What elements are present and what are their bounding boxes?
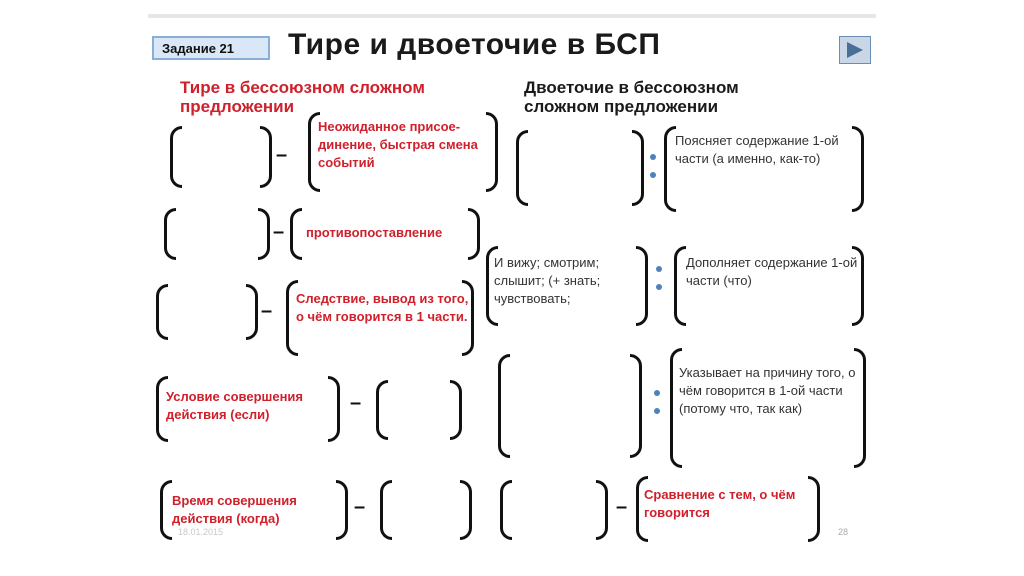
rule-explains: Поясняет содержание 1-ой части (а именно… (675, 133, 839, 166)
next-slide-button[interactable] (839, 36, 871, 64)
bracket-left (498, 354, 510, 458)
bracket-left (308, 112, 320, 192)
colon-dot (654, 390, 660, 396)
rule-contrast: противопоставление (306, 225, 443, 240)
rule-time: Время совершения действия (когда) (172, 493, 297, 526)
task-badge: Задание 21 (152, 36, 270, 60)
bracket-right (486, 112, 498, 192)
slide: Задание 21 Тире и двоеточие в БСП Тире в… (148, 14, 876, 543)
rule-condition: Условие совершения действия (если) (166, 389, 304, 422)
bracket-left (516, 130, 528, 206)
bracket-right (852, 126, 864, 212)
bracket-left (486, 246, 498, 326)
right-column-header: Двоеточие в бессоюзном сложном предложен… (524, 78, 739, 116)
bracket-right (596, 480, 608, 540)
bracket-right (852, 246, 864, 326)
bracket-left (290, 208, 302, 260)
colon-dot (656, 284, 662, 290)
dash-sign: – (261, 300, 273, 322)
bracket-right (246, 284, 258, 340)
bracket-right (632, 130, 644, 206)
rule-consequence: Следствие, вывод из того, о чём говоритс… (296, 291, 469, 324)
play-arrow-icon (847, 42, 863, 58)
bracket-right (460, 480, 472, 540)
bracket-left (380, 480, 392, 540)
bracket-right (258, 208, 270, 260)
bracket-right (450, 380, 462, 440)
colon-dot (656, 266, 662, 272)
slide-date: 18.01.2015 (178, 527, 224, 537)
bracket-left (286, 280, 298, 356)
bracket-left (156, 284, 168, 340)
bracket-left (670, 348, 682, 468)
bracket-right (630, 354, 642, 458)
bracket-right (808, 476, 820, 542)
bracket-right (636, 246, 648, 326)
verbs-list: И вижу; смотрим; слышит; (+ знать; чувст… (494, 255, 601, 306)
colon-dot (650, 172, 656, 178)
bracket-right (336, 480, 348, 540)
dash-sign: – (273, 221, 285, 243)
bracket-right (468, 208, 480, 260)
bracket-left (636, 476, 648, 542)
colon-dot (654, 408, 660, 414)
dash-sign: – (276, 144, 288, 166)
dash-sign: – (616, 496, 628, 518)
rule-unexpected-addition: Неожиданное присое-динение, быстрая смен… (318, 119, 478, 170)
bracket-right (328, 376, 340, 442)
bracket-left (376, 380, 388, 440)
bracket-right (462, 280, 474, 356)
colon-dot (650, 154, 656, 160)
bracket-left (664, 126, 676, 212)
slide-title: Тире и двоеточие в БСП (288, 28, 661, 61)
bracket-left (674, 246, 686, 326)
bracket-left (156, 376, 168, 442)
rule-comparison: Сравнение с тем, о чём говорится (644, 487, 796, 520)
rule-cause: Указывает на причину того, о чём говорит… (679, 365, 856, 416)
rule-complements: Дополняет содержание 1-ой части (что) (686, 255, 858, 288)
bracket-left (500, 480, 512, 540)
left-column-header: Тире в бессоюзном сложном предложении (180, 78, 425, 116)
bracket-right (854, 348, 866, 468)
bracket-left (160, 480, 172, 540)
bracket-left (164, 208, 176, 260)
bracket-left (170, 126, 182, 188)
bracket-right (260, 126, 272, 188)
dash-sign: – (354, 496, 366, 518)
page-number: 28 (837, 527, 848, 537)
dash-sign: – (350, 392, 362, 414)
